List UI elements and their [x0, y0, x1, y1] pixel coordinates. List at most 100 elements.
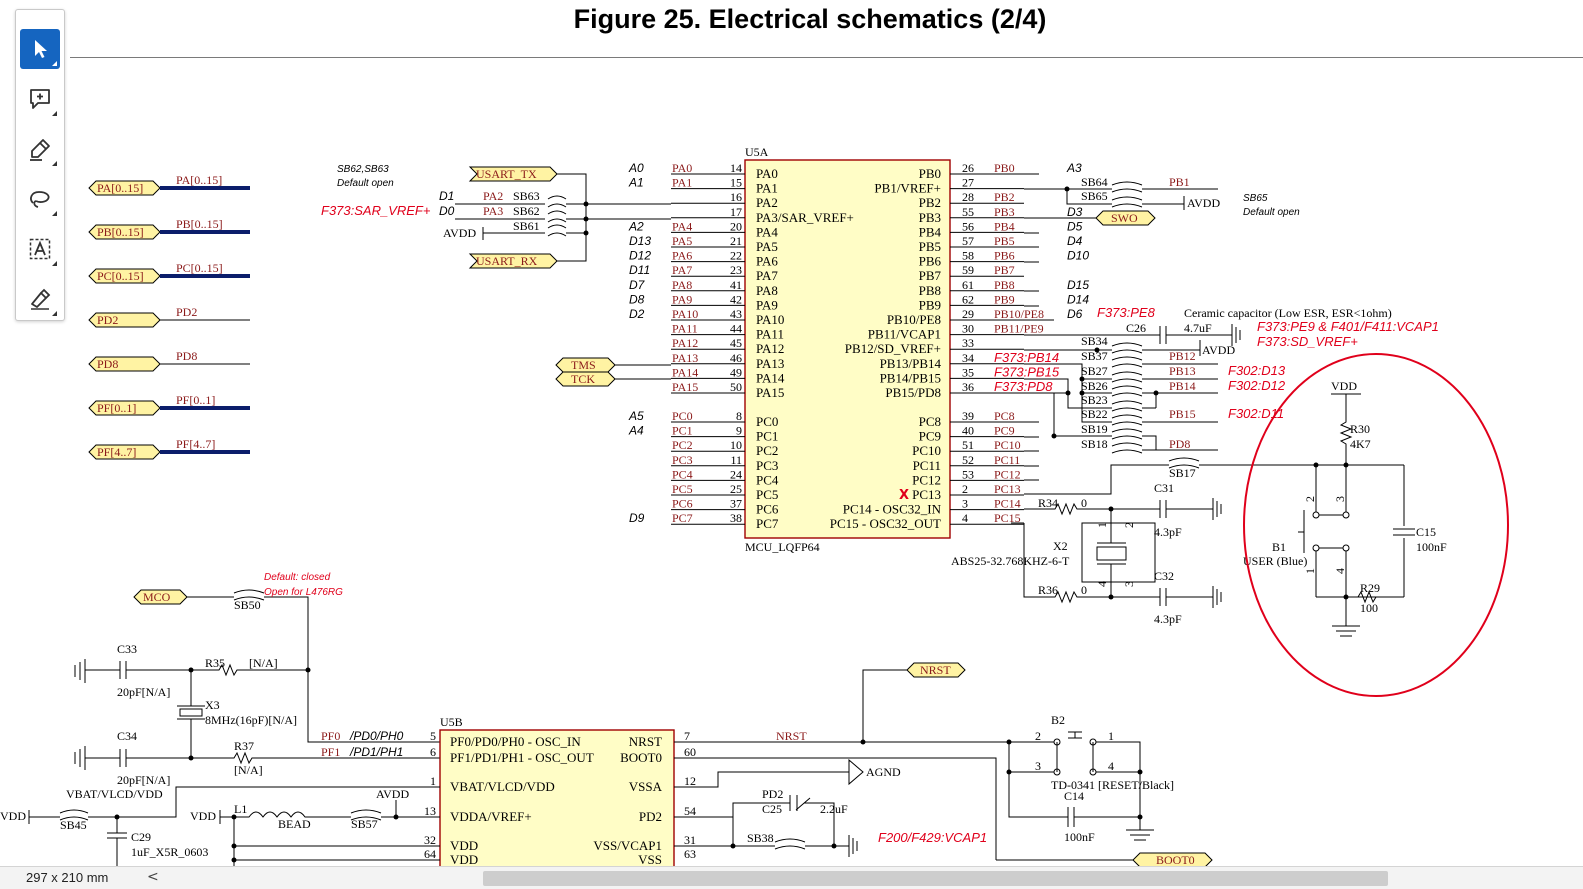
junction: [1094, 347, 1100, 353]
u5a-pin-name: PA8: [756, 283, 778, 298]
comment-plus-icon: [30, 89, 50, 109]
u5a-net-label: PB0: [994, 161, 1015, 175]
u5b-pin-name: VDD: [450, 838, 478, 853]
u5a-pin-number: 24: [730, 467, 742, 481]
u5b-pin-number: 1: [430, 774, 436, 788]
bus-net-label: PF[0..1]: [176, 393, 215, 407]
horizontal-scrollbar-thumb[interactable]: [483, 871, 1388, 886]
usart-wire: [557, 173, 587, 262]
u5a-pin-name: PA2: [756, 195, 778, 210]
u5a-net-label: PC14: [994, 497, 1021, 511]
arduino-label: D13: [629, 234, 651, 248]
u5a-pin-number: 45: [730, 336, 742, 350]
bus-port-label: PC[0..15]: [97, 269, 144, 283]
sb-jumper: [1111, 356, 1143, 368]
c14-value: 100nF: [1064, 830, 1095, 844]
f302-d12-label: F302:D12: [1228, 378, 1286, 393]
u5a-pin-number: 55: [962, 205, 974, 219]
junction: [1153, 390, 1159, 396]
bus-port-label: PF[0..1]: [97, 401, 136, 415]
u5a-pin-number: 38: [730, 511, 742, 525]
u5a-pin-number: 43: [730, 307, 742, 321]
bus-port-label: PD8: [97, 357, 118, 371]
u5a-net-label: PA8: [672, 278, 692, 292]
u5a-net-label: PA10: [672, 307, 698, 321]
lasso-tool-button[interactable]: [20, 179, 60, 219]
u5a-pin-number: 16: [730, 190, 742, 204]
u5a-pin-name: PC6: [756, 502, 779, 517]
u5b-pin-name: PF1/PD1/PH1 - OSC_OUT: [450, 750, 594, 765]
u5b-pin-name: PF0/PD0/PH0 - OSC_IN: [450, 734, 581, 749]
x2-pin2: 2: [1122, 522, 1136, 528]
avdd-sd-label: AVDD: [1202, 343, 1235, 357]
prev-page-button[interactable]: <: [147, 869, 159, 885]
pd8-label: PD8: [1169, 437, 1190, 451]
arduino-label: D10: [1067, 249, 1089, 263]
c15-cap: [1393, 528, 1415, 536]
bus-port: [88, 180, 161, 196]
c31-cap: [1159, 498, 1222, 520]
u5a-part: MCU_LQFP64: [745, 540, 820, 554]
b1-pin4: 4: [1333, 568, 1347, 574]
junction: [583, 201, 589, 207]
sb-jumper: [1111, 400, 1143, 412]
bus-port: [88, 312, 161, 328]
tck-port: [555, 371, 616, 387]
sb50-label: SB50: [234, 598, 261, 612]
sb57-jumper: [350, 809, 382, 821]
u5b-pin-number: 54: [684, 804, 696, 818]
vdd-rail: [233, 817, 440, 870]
u5a-pin-number: 35: [962, 365, 974, 379]
u5b-pin-number: 5: [430, 729, 436, 743]
r36-label: R36: [1038, 583, 1058, 597]
u5a-net-label: PC0: [672, 409, 693, 423]
u5a-pin-name: PC14 - OSC32_IN: [843, 502, 942, 517]
c15-value: 100nF: [1416, 540, 1447, 554]
b1-desc: USER (Blue): [1243, 554, 1307, 568]
sb37-label: SB37: [1081, 349, 1108, 363]
osc32-circuit: R34 0 C31 4.3pF R36 0 C32 4.3pF X2 ABS25…: [951, 481, 1222, 626]
u5b-pin-number: 64: [424, 847, 436, 861]
u5a-pin-name: PC3: [756, 458, 778, 473]
d0-label: D0: [439, 204, 455, 218]
x2-label: X2: [1053, 539, 1068, 553]
select-tool-button[interactable]: [20, 29, 60, 69]
u5a-net-label: PA1: [672, 176, 692, 190]
sb-matrix: SB37 PB12 SB27 PB13 SB26 PB14 SB23 SB22 …: [1024, 347, 1218, 480]
sb65-label: SB65: [1081, 189, 1108, 203]
junction: [1079, 390, 1085, 396]
u5b-pin-name: VSSA: [629, 779, 663, 794]
u5a-pin-name: PA14: [756, 370, 785, 385]
sign-tool-button[interactable]: [20, 279, 60, 319]
c29-value: 1uF_X5R_0603: [131, 845, 208, 859]
u5a-pin-name: PB5: [919, 239, 941, 254]
c33-value: 20pF[N/A]: [117, 685, 170, 699]
sb50-note-a: Default: closed: [264, 572, 331, 583]
sb-jumper: [1111, 428, 1143, 440]
u5a-pin-name: PB9: [919, 297, 941, 312]
bus-net-label: PC[0..15]: [176, 261, 223, 275]
x3-value: 8MHz(16pF)[N/A]: [205, 713, 297, 727]
junction: [188, 755, 194, 761]
r37-label: R37: [234, 739, 254, 753]
u5a-pin-name: PB11/VCAP1: [868, 327, 941, 342]
highlight-tool-button[interactable]: [20, 129, 60, 169]
junction: [305, 667, 311, 673]
sb63-jumper: [547, 195, 567, 208]
u5b-pin-number: 63: [684, 847, 696, 861]
comment-tool-button[interactable]: [20, 79, 60, 119]
u5a-net-label: F373:PB14: [994, 350, 1059, 365]
u5b-pin-name: VBAT/VLCD/VDD: [450, 779, 555, 794]
u5a-net-label: PC13: [994, 482, 1021, 496]
d1-label: D1: [439, 189, 454, 203]
u5a-pin-name: PB10/PE8: [887, 312, 941, 327]
u5a-net-label: PC7: [672, 511, 693, 525]
text-select-tool-button[interactable]: [20, 229, 60, 269]
x3-crystal: [179, 708, 203, 717]
annotation-toolbar: [15, 9, 65, 321]
sb65-note: SB65: [1243, 193, 1268, 204]
cursor-arrow-icon: [35, 40, 47, 58]
u5a-pin-number: 41: [730, 278, 742, 292]
nrst-net-label: NRST: [776, 729, 807, 743]
bus-port-label: PA[0..15]: [97, 181, 143, 195]
